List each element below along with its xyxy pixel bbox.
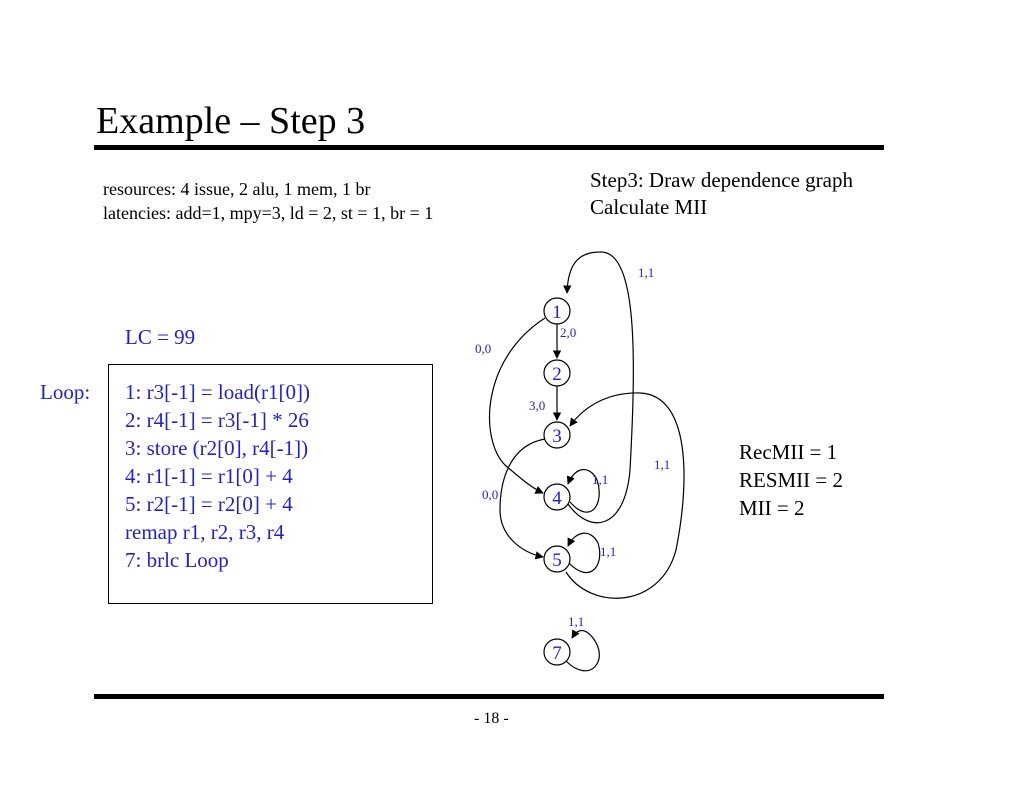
code-line: 5: r2[-1] = r2[0] + 4: [125, 492, 293, 516]
edge-label: 2,0: [560, 325, 576, 340]
edge-label: 0,0: [475, 341, 491, 356]
edge-label: 1,1: [568, 614, 584, 629]
svg-text:4: 4: [552, 488, 562, 509]
edge-5-5: [567, 532, 601, 574]
graph-node: 5: [543, 545, 571, 573]
graph-node: 2: [543, 359, 571, 387]
graph-node: 4: [543, 483, 571, 511]
loop-label: Loop:: [40, 380, 91, 404]
svg-text:1: 1: [552, 302, 562, 323]
code-line: 1: r3[-1] = load(r1[0]): [125, 380, 311, 404]
edge-label: 0,0: [482, 487, 498, 502]
code-line: 3: store (r2[0], r4[-1]): [125, 436, 309, 460]
edge-4-4: [566, 469, 600, 513]
latencies-text: latencies: add=1, mpy=3, ld = 2, st = 1,…: [103, 203, 434, 223]
code-line: remap r1, r2, r3, r4: [125, 520, 285, 544]
edge-label: 1,1: [654, 457, 670, 472]
edge-7-7: [565, 629, 600, 672]
mii-results: RecMII = 1 RESMII = 2 MII = 2: [739, 438, 843, 522]
code-line: 2: r4[-1] = r3[-1] * 26: [125, 408, 309, 432]
resources-text: resources: 4 issue, 2 alu, 1 mem, 1 br: [103, 179, 371, 199]
loop-count: LC = 99: [125, 325, 196, 349]
svg-text:2: 2: [552, 364, 562, 385]
svg-text:5: 5: [552, 550, 562, 571]
mii-text: MII = 2: [739, 496, 805, 520]
edge-label: 1,1: [600, 544, 616, 559]
resmii-text: RESMII = 2: [739, 468, 844, 492]
edge-5-3: [565, 392, 685, 599]
code-line: 4: r1[-1] = r1[0] + 4: [125, 464, 293, 488]
code-box: [108, 364, 433, 604]
step-description: Step3: Draw dependence graph: [590, 168, 853, 192]
edge-label: 1,1: [638, 265, 654, 280]
edge-label: 3,0: [529, 398, 545, 413]
graph-node: 7: [543, 638, 571, 666]
page-title: Example – Step 3: [96, 100, 366, 142]
edge-3-5: [499, 438, 546, 560]
graph-node: 3: [543, 421, 571, 449]
graph-node: 1: [543, 297, 571, 325]
svg-text:7: 7: [552, 643, 562, 664]
step-subtitle: Calculate MII: [590, 195, 708, 219]
recmii-text: RecMII = 1: [739, 440, 838, 464]
title-divider: [94, 145, 884, 150]
edge-1-4: [489, 317, 546, 494]
edge-label: 1,1: [592, 472, 608, 487]
code-line: 7: brlc Loop: [125, 548, 229, 572]
edge-4-1: [563, 251, 634, 524]
footer-divider: [94, 694, 884, 699]
svg-text:3: 3: [552, 426, 562, 447]
page-number: - 18 -: [474, 710, 509, 727]
